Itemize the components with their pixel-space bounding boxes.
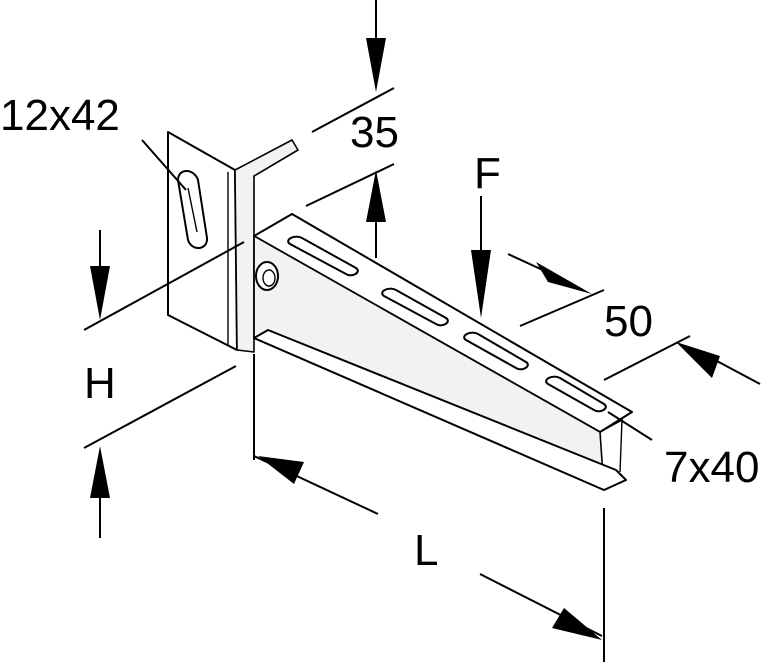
- leader-wall-slot: [141, 139, 187, 191]
- label-force: F: [474, 149, 501, 198]
- dim-h: [83, 230, 245, 538]
- cantilever-arm: [253, 213, 633, 491]
- dim-35: [305, 0, 395, 258]
- label-depth: 35: [350, 108, 399, 157]
- force-arrow: [471, 196, 491, 318]
- label-slot-wall: 12x42: [0, 91, 120, 140]
- label-length: L: [414, 526, 438, 575]
- dim-50: [507, 253, 761, 385]
- mounting-hole: [255, 261, 279, 291]
- wall-plate: [167, 131, 299, 353]
- label-slot-arm: 7x40: [664, 443, 759, 492]
- label-height: H: [84, 359, 116, 408]
- dim-l: [253, 354, 605, 662]
- label-width: 50: [604, 297, 653, 346]
- leader-arm-slot: [607, 411, 653, 441]
- arm-slots: [287, 235, 607, 413]
